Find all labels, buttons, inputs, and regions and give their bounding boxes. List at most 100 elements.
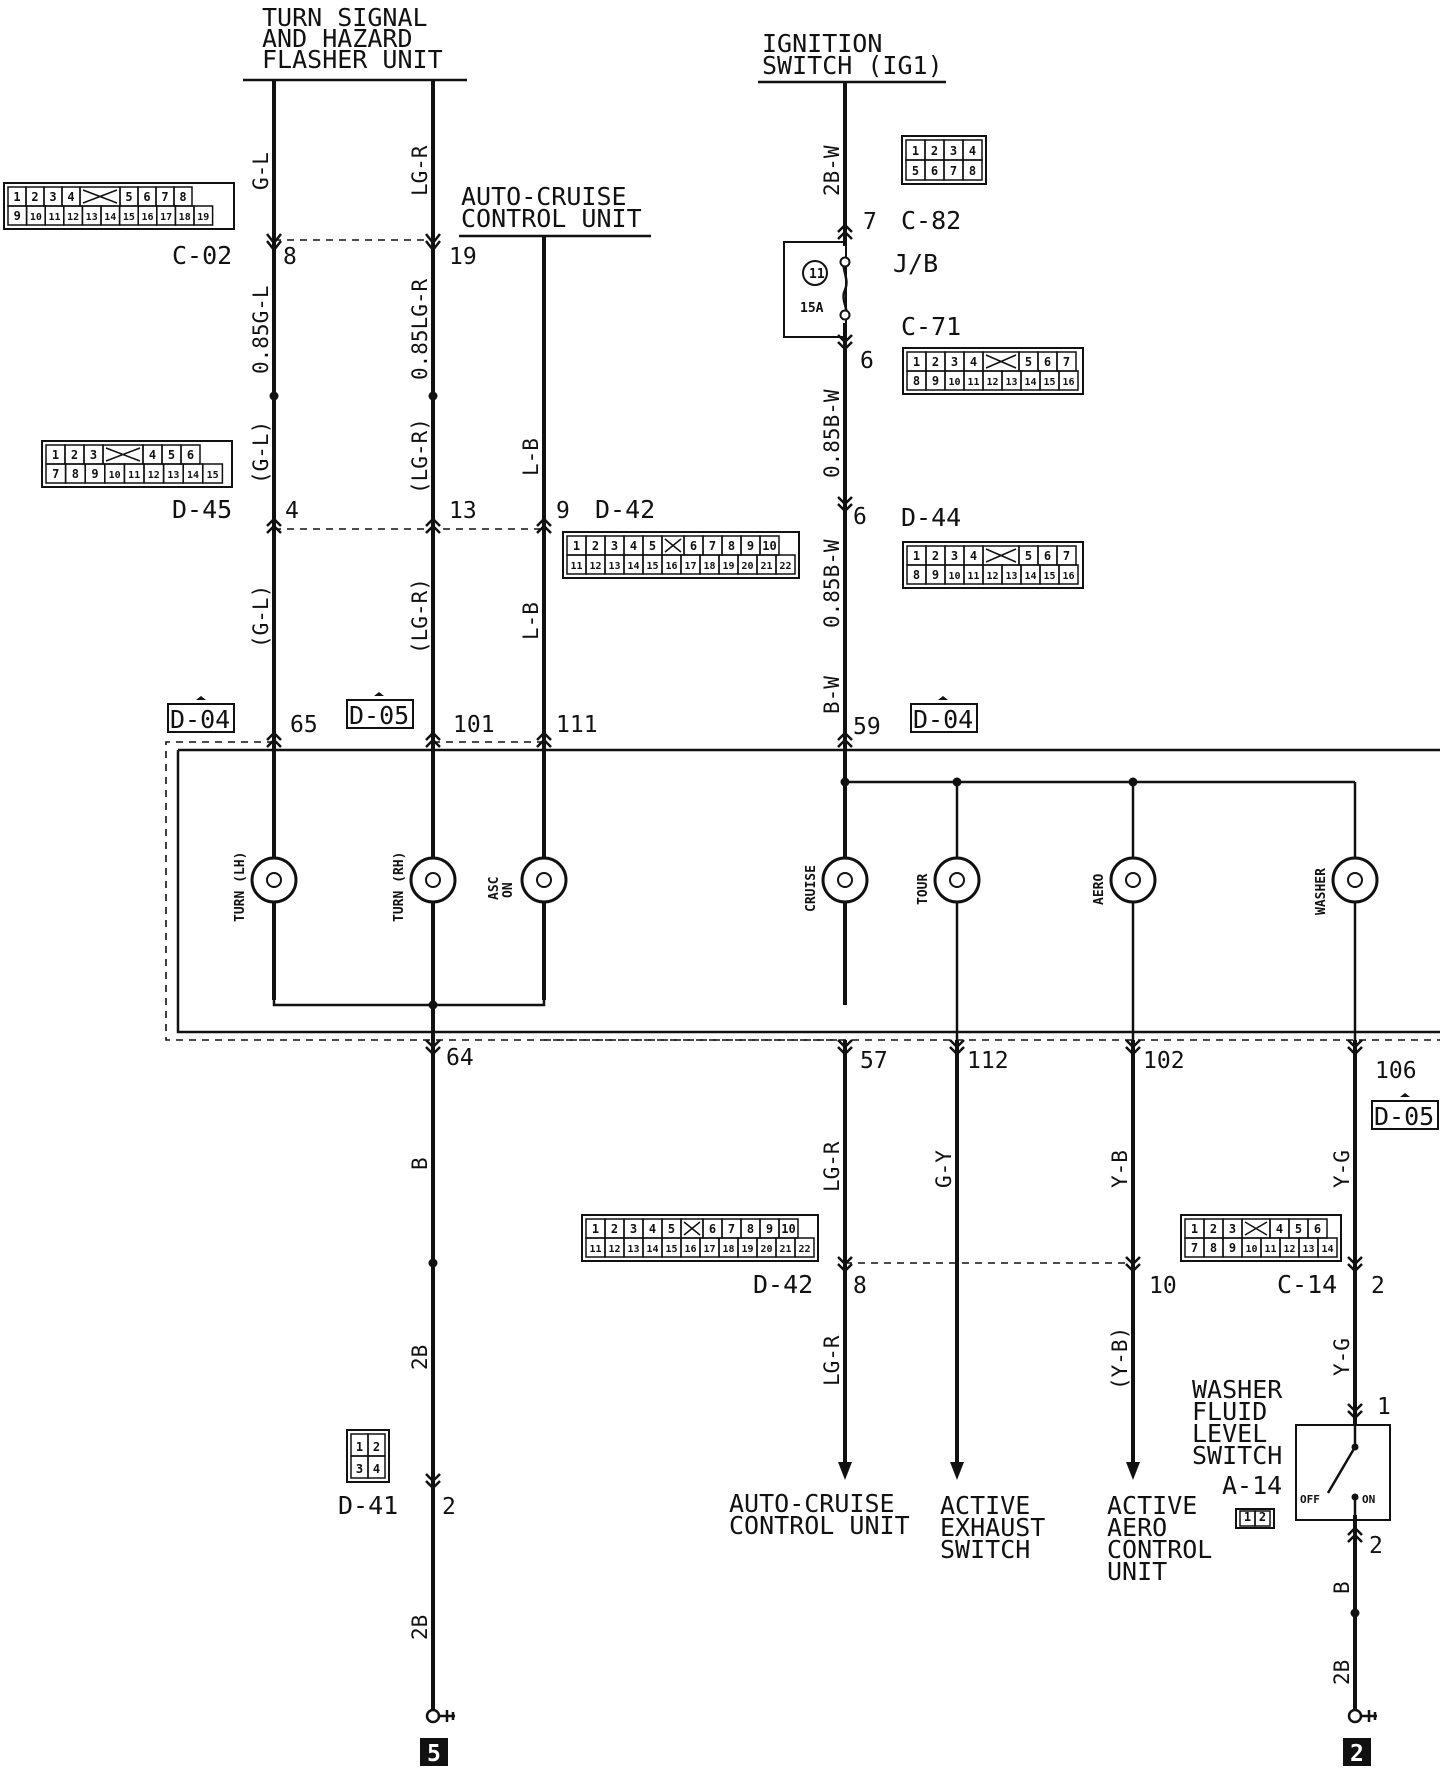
pin-106: 106 — [1375, 1058, 1417, 1084]
pin-number: 8 — [913, 374, 920, 388]
pin-number: 12 — [608, 1244, 620, 1255]
blank-pin-mark — [82, 189, 118, 204]
wire-label-2b-2: 2B — [408, 1615, 432, 1640]
lamp-label-on: ON — [501, 882, 516, 898]
pin-number: 8 — [747, 1222, 754, 1236]
pin-number: 2 — [932, 549, 939, 563]
d04-left-label: D-04 — [170, 705, 230, 734]
pin-number: 1 — [913, 355, 920, 369]
pin-number: 3 — [611, 539, 618, 553]
pin-number: 3 — [950, 144, 957, 158]
pin-number: 18 — [722, 1244, 734, 1255]
out-cruise-1: AUTO-CRUISE — [729, 1489, 895, 1518]
ignition-label-2: SWITCH (IG1) — [762, 51, 943, 80]
pin-number: 15 — [123, 212, 135, 223]
out-aero-1: ACTIVE — [1107, 1491, 1197, 1520]
out-aero-4: UNIT — [1107, 1557, 1167, 1586]
pin-number: 3 — [951, 549, 958, 563]
ignition-switch: IGNITION SWITCH (IG1) — [758, 29, 946, 84]
pin-57: 57 — [860, 1048, 888, 1074]
pin-number: 11 — [570, 561, 582, 572]
pin-number: 12 — [589, 561, 601, 572]
d04-right-label: D-04 — [913, 705, 973, 734]
pin-cell — [367, 1455, 386, 1479]
pin-number: 1 — [13, 190, 20, 204]
pin-number: 6 — [1314, 1222, 1321, 1236]
pin-number: 2 — [931, 144, 938, 158]
fuse-terminal-bottom — [839, 309, 851, 321]
pin-cell — [794, 1237, 815, 1258]
pin-number: 16 — [1062, 377, 1074, 388]
pin-64: 64 — [446, 1045, 474, 1071]
pin-number: 11 — [128, 470, 140, 481]
pin-number: 11 — [589, 1244, 601, 1255]
pin-number: 16 — [684, 1244, 696, 1255]
pin-number: 14 — [104, 212, 116, 223]
pin-number: 10 — [30, 212, 42, 223]
pin-number: 13 — [1005, 571, 1017, 582]
wire-label-lgr-p2: (LG-R) — [408, 578, 432, 654]
pin-number: 3 — [356, 1462, 363, 1476]
washer-lamp — [1331, 856, 1379, 904]
pin-cell — [202, 463, 224, 484]
tour-filament — [949, 872, 965, 888]
pin-number: 15 — [1043, 571, 1055, 582]
pin-number: 8 — [969, 164, 976, 178]
pin-number: 14 — [1321, 1244, 1333, 1255]
pin-number: 4 — [970, 549, 977, 563]
lamp-label-washer: WASHER — [1314, 868, 1329, 915]
pin-number: 9 — [1229, 1241, 1236, 1255]
wire-label-gl: G-L — [249, 152, 273, 190]
pin-number: 14 — [1024, 571, 1036, 582]
pin-number: 8 — [72, 467, 79, 481]
pin-number: 4 — [1276, 1222, 1283, 1236]
pin-number: 7 — [161, 190, 168, 204]
pin-number: 19 — [722, 561, 734, 572]
turn-lh-filament — [266, 872, 282, 888]
out-exhaust-1: ACTIVE — [940, 1491, 1030, 1520]
pin-number: 10 — [948, 571, 960, 582]
ground-5-badge — [420, 1738, 448, 1766]
pin-number: 12 — [986, 377, 998, 388]
pin-2-d41: 2 — [442, 1494, 456, 1520]
pin-cell — [1254, 1510, 1271, 1527]
wire-label-lb1: L-B — [519, 438, 543, 476]
wire-label-gl-p1: (G-L) — [249, 421, 273, 484]
pin-number: 17 — [160, 212, 172, 223]
pin-number: 9 — [766, 1222, 773, 1236]
pin-number: 9 — [91, 467, 98, 481]
lamp-label-tour: TOUR — [916, 874, 931, 905]
pin-number: 4 — [969, 144, 976, 158]
fuse-number: 11 — [809, 267, 825, 282]
splice-b — [428, 1258, 438, 1268]
wire-label-lgr-p1: (LG-R) — [408, 418, 432, 494]
pin-number: 13 — [608, 561, 620, 572]
c14-label: C-14 — [1277, 1270, 1337, 1299]
pin-number: 8 — [179, 190, 186, 204]
washer-filament — [1347, 872, 1363, 888]
pin-number: 10 — [1245, 1244, 1257, 1255]
pin-number: 6 — [1044, 549, 1051, 563]
wire-label-085bw-a: 0.85B-W — [820, 389, 844, 478]
pin-number: 15 — [665, 1244, 677, 1255]
pin-number: 1 — [573, 539, 580, 553]
pin-number: 6 — [690, 539, 697, 553]
pin-number: 2 — [1259, 1510, 1266, 1524]
washer-label-2: FLUID — [1192, 1397, 1267, 1426]
pin-number: 13 — [167, 470, 179, 481]
pin-number: 19 — [197, 212, 209, 223]
meter-outline-dashed — [165, 741, 1440, 1041]
c71-label: C-71 — [901, 312, 961, 341]
d05-right-label: D-05 — [1374, 1102, 1434, 1131]
pin-102: 102 — [1143, 1048, 1185, 1074]
d05-tag-left: D-05 — [346, 692, 414, 730]
pin-number: 15 — [1043, 377, 1055, 388]
asc-on-lamp — [520, 856, 568, 904]
